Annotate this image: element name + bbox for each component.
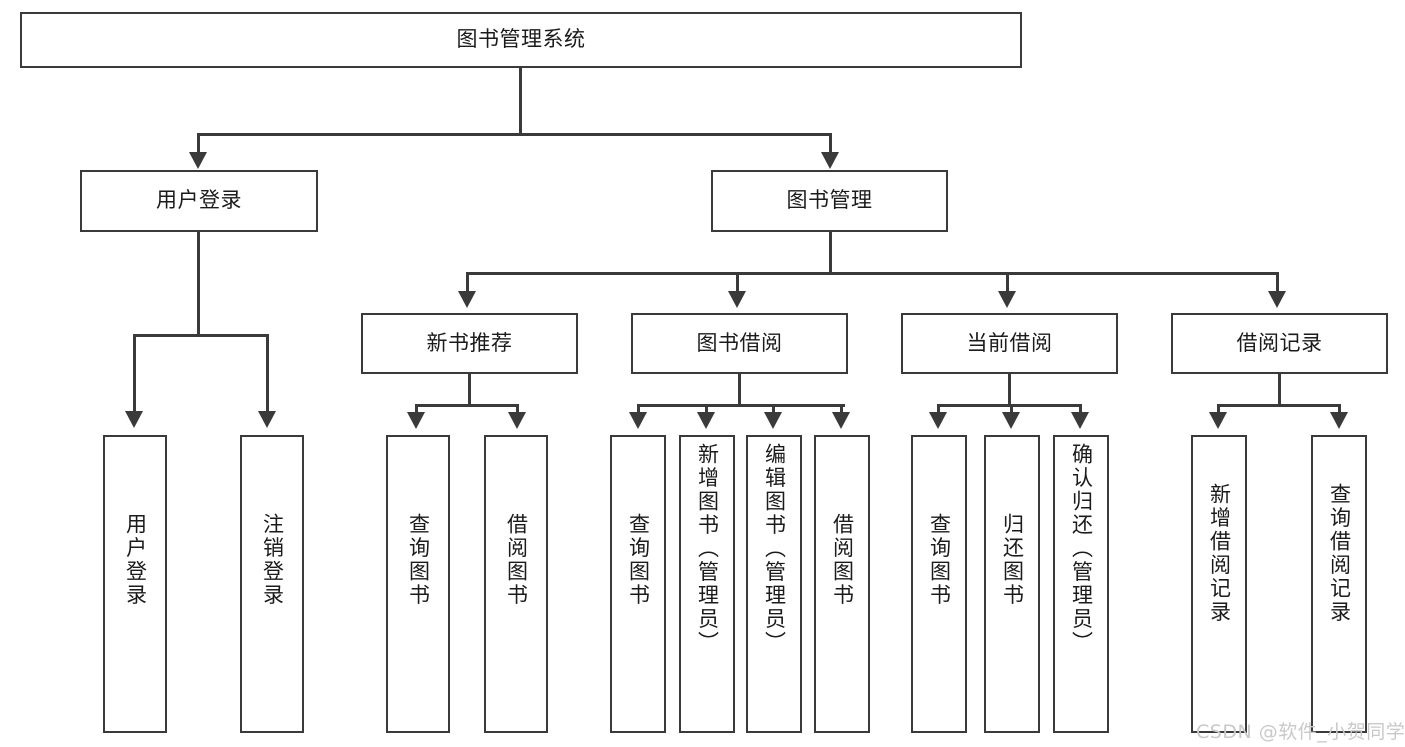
node-leaf-query-book-2-label: 查询图书 (626, 513, 651, 607)
arrow-borrow-record-to-leaf2 (1330, 412, 1348, 429)
arrow-root-to-user-login (189, 152, 207, 169)
node-leaf-user-logout[interactable]: 注销登录 (240, 435, 304, 733)
node-book-borrow-label: 图书借阅 (696, 330, 783, 355)
edge-book-borrow-to-leaf1 (637, 404, 640, 414)
edge-current-borrow-to-leaf1 (937, 404, 940, 414)
node-leaf-query-book-1[interactable]: 查询图书 (386, 435, 450, 733)
node-root-label: 图书管理系统 (456, 27, 586, 52)
arrow-current-borrow-to-leaf3 (1071, 412, 1089, 429)
node-leaf-borrow-book-1[interactable]: 借阅图书 (484, 435, 548, 733)
edge-book-borrow-trunk (738, 374, 741, 407)
edge-user-login-to-leaf1 (133, 334, 136, 413)
node-borrow-record[interactable]: 借阅记录 (1171, 313, 1388, 374)
edge-book-manage-bus (466, 272, 1277, 275)
node-leaf-query-book-3[interactable]: 查询图书 (911, 435, 967, 733)
node-leaf-return-book-label: 归还图书 (1000, 513, 1025, 607)
node-new-book-recommend[interactable]: 新书推荐 (361, 313, 578, 374)
edge-current-borrow-trunk (1008, 374, 1011, 407)
arrow-book-borrow-to-leaf1 (629, 412, 647, 429)
node-user-login[interactable]: 用户登录 (80, 170, 318, 232)
arrow-book-manage-to-borrow (728, 291, 746, 308)
edge-current-borrow-to-leaf3 (1079, 404, 1082, 414)
node-leaf-query-book-1-label: 查询图书 (406, 513, 431, 607)
arrow-book-manage-to-record (1268, 291, 1286, 308)
node-leaf-user-logout-label: 注销登录 (260, 513, 285, 607)
edge-borrow-record-to-leaf2 (1338, 404, 1341, 414)
node-leaf-query-book-2[interactable]: 查询图书 (610, 435, 666, 733)
edge-root-trunk (519, 68, 522, 135)
edge-new-book-bus (415, 404, 519, 407)
arrow-root-to-book-manage (821, 152, 839, 169)
node-leaf-confirm-return[interactable]: 确认归还（管理员） (1053, 435, 1109, 733)
edge-root-to-book-manage (829, 133, 832, 155)
edge-user-login-bus (133, 334, 269, 337)
node-leaf-edit-book-label: 编辑图书（管理员） (762, 443, 787, 655)
arrow-current-borrow-to-leaf1 (929, 412, 947, 429)
edge-book-borrow-to-leaf4 (840, 404, 843, 414)
node-leaf-borrow-book-2[interactable]: 借阅图书 (814, 435, 870, 733)
arrow-book-borrow-to-leaf3 (764, 412, 782, 429)
arrow-new-book-to-leaf1 (407, 412, 425, 429)
edge-user-login-trunk (197, 232, 200, 337)
node-leaf-add-book[interactable]: 新增图书（管理员） (679, 435, 735, 733)
arrow-user-login-to-leaf1 (125, 411, 143, 428)
node-current-borrow-label: 当前借阅 (966, 330, 1053, 355)
edge-book-manage-to-borrow (736, 272, 739, 293)
node-leaf-add-book-label: 新增图书（管理员） (695, 443, 720, 655)
edge-book-manage-trunk (829, 232, 832, 275)
arrow-book-borrow-to-leaf2 (697, 412, 715, 429)
node-leaf-user-login-label: 用户登录 (123, 513, 148, 607)
edge-root-bus (197, 133, 831, 136)
node-book-manage-label: 图书管理 (786, 188, 873, 213)
edge-book-borrow-to-leaf2 (705, 404, 708, 414)
edge-new-book-to-leaf2 (516, 404, 519, 414)
node-leaf-add-record-label: 新增借阅记录 (1207, 483, 1232, 624)
edge-current-borrow-bus (937, 404, 1081, 407)
edge-borrow-record-trunk (1278, 374, 1281, 407)
node-root[interactable]: 图书管理系统 (20, 12, 1022, 68)
arrow-new-book-to-leaf2 (508, 412, 526, 429)
node-leaf-add-record[interactable]: 新增借阅记录 (1191, 435, 1247, 733)
node-leaf-query-record[interactable]: 查询借阅记录 (1311, 435, 1367, 733)
edge-root-to-user-login (197, 133, 200, 155)
edge-book-manage-to-current (1006, 272, 1009, 293)
arrow-book-manage-to-current (998, 291, 1016, 308)
edge-book-manage-to-record (1276, 272, 1279, 293)
node-leaf-edit-book[interactable]: 编辑图书（管理员） (746, 435, 802, 733)
node-leaf-return-book[interactable]: 归还图书 (984, 435, 1040, 733)
arrow-current-borrow-to-leaf2 (1002, 412, 1020, 429)
node-user-login-label: 用户登录 (156, 188, 242, 213)
node-book-manage[interactable]: 图书管理 (711, 170, 948, 232)
edge-current-borrow-to-leaf2 (1010, 404, 1013, 414)
edge-new-book-trunk (468, 374, 471, 407)
node-leaf-borrow-book-2-label: 借阅图书 (830, 513, 855, 607)
edge-borrow-record-to-leaf1 (1217, 404, 1220, 414)
node-borrow-record-label: 借阅记录 (1236, 330, 1323, 355)
edge-borrow-record-bus (1217, 404, 1341, 407)
arrow-user-login-to-leaf2 (258, 411, 276, 428)
edge-book-manage-to-new-book (466, 272, 469, 293)
node-leaf-user-login[interactable]: 用户登录 (103, 435, 167, 733)
edge-new-book-to-leaf1 (415, 404, 418, 414)
node-new-book-recommend-label: 新书推荐 (426, 330, 513, 355)
node-leaf-confirm-return-label: 确认归还（管理员） (1069, 443, 1094, 655)
arrow-book-borrow-to-leaf4 (832, 412, 850, 429)
node-leaf-query-record-label: 查询借阅记录 (1327, 483, 1352, 624)
edge-book-borrow-to-leaf3 (772, 404, 775, 414)
node-leaf-query-book-3-label: 查询图书 (927, 513, 952, 607)
node-leaf-borrow-book-1-label: 借阅图书 (504, 513, 529, 607)
node-current-borrow[interactable]: 当前借阅 (901, 313, 1118, 374)
arrow-borrow-record-to-leaf1 (1209, 412, 1227, 429)
node-book-borrow[interactable]: 图书借阅 (631, 313, 848, 374)
edge-book-borrow-bus (637, 404, 845, 407)
arrow-book-manage-to-new-book (458, 291, 476, 308)
edge-user-login-to-leaf2 (266, 334, 269, 413)
